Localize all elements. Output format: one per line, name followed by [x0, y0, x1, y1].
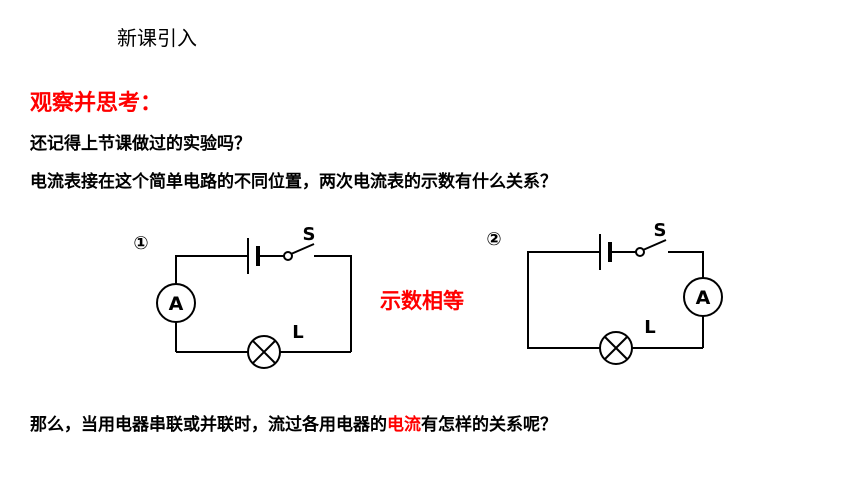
section-title: 新课引入 [117, 26, 197, 50]
prompt-heading: 观察并思考： [30, 91, 163, 116]
final-question-part-1: 那么，当用电器串联或并联时，流过各用电器的 [30, 415, 387, 435]
circuit-2-ammeter-label: A [696, 287, 711, 309]
circuit-2: ② S A L [486, 220, 723, 365]
circuit-2-switch-blade [642, 239, 667, 251]
circuit-2-switch-label: S [654, 220, 667, 241]
final-question: 那么，当用电器串联或并联时，流过各用电器的电流有怎样的关系呢？ [30, 410, 557, 435]
circuit-2-wire [527, 251, 600, 349]
circuit-2-index-label: ② [486, 229, 501, 250]
circuit-2-lamp-label: L [644, 317, 655, 338]
circuit-1-lamp-cross [252, 340, 276, 364]
circuit-1-ammeter-symbol [156, 283, 196, 323]
circuit-1: ① S A L [133, 224, 352, 369]
circuit-1-switch-blade [290, 243, 315, 255]
circuit-2-switch-pivot [635, 247, 645, 257]
circuit-1-wire [175, 255, 248, 284]
circuit-1-ammeter-label: A [169, 293, 184, 315]
question-ammeter-readings: 电流表接在这个简单电路的不同位置，两次电流表的示数有什么关系？ [30, 172, 557, 192]
final-question-part-2: 有怎样的关系呢？ [421, 415, 557, 435]
circuit-1-switch-pivot [283, 251, 293, 261]
result-label: 示数相等 [380, 289, 464, 313]
circuit-2-lamp-cross [604, 336, 628, 360]
circuit-1-wire [314, 255, 352, 352]
circuit-2-wire [668, 251, 704, 278]
circuit-1-index-label: ① [133, 233, 148, 254]
question-recall-experiment: 还记得上节课做过的实验吗？ [30, 134, 251, 154]
current-highlight: 电流 [387, 415, 421, 435]
circuit-2-ammeter-symbol [683, 277, 723, 317]
circuit-1-switch-label: S [303, 224, 316, 245]
circuit-1-lamp-label: L [292, 322, 303, 343]
